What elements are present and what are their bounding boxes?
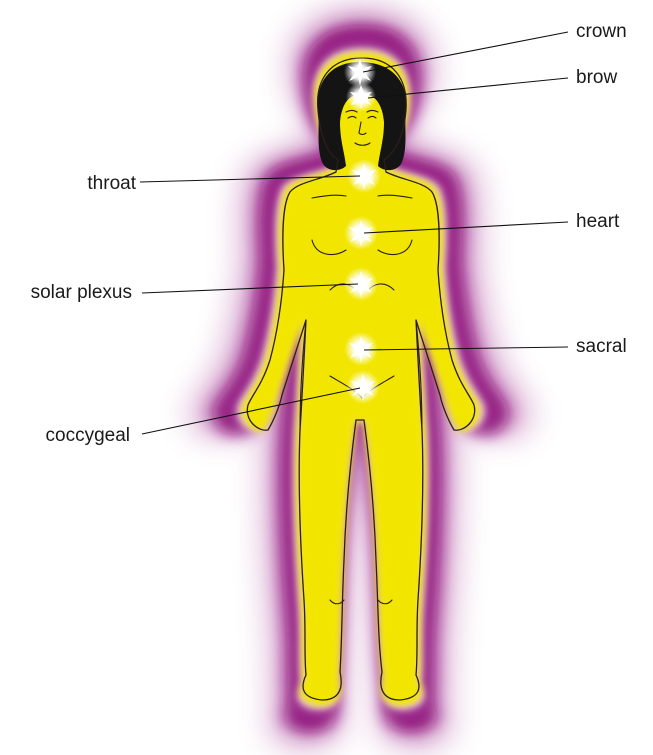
label-throat: throat — [87, 173, 136, 194]
label-sacral: sacral — [576, 336, 627, 357]
label-solar-plexus: solar plexus — [31, 282, 132, 303]
coccygeal-chakra — [346, 370, 380, 404]
sacral-chakra — [344, 332, 378, 366]
label-heart: heart — [576, 211, 620, 232]
label-crown: crown — [576, 21, 627, 42]
label-brow: brow — [576, 67, 617, 88]
label-coccygeal: coccygeal — [46, 425, 131, 446]
brow-chakra — [346, 82, 376, 112]
